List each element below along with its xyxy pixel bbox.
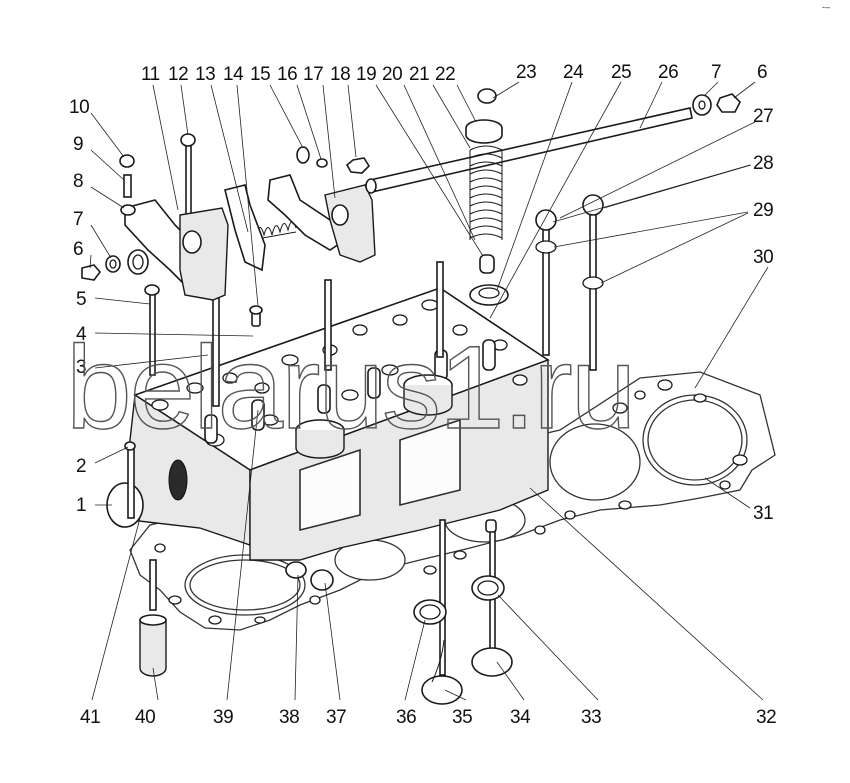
callout-38: 38 (279, 707, 299, 728)
callout-32: 32 (756, 707, 776, 728)
callout-40: 40 (135, 707, 155, 728)
callout-24: 24 (563, 62, 584, 83)
callout-9: 9 (73, 134, 83, 155)
valve-spring-stack (465, 88, 509, 306)
callout-19: 19 (356, 64, 376, 85)
callout-39: 39 (213, 707, 233, 728)
callout-11: 11 (141, 64, 160, 85)
callout-6-right: 6 (757, 62, 767, 83)
callout-3: 3 (76, 357, 86, 378)
callout-21: 21 (409, 64, 429, 85)
callout-4: 4 (76, 324, 87, 345)
callout-23: 23 (516, 62, 536, 83)
callout-26: 26 (658, 62, 678, 83)
callout-1: 1 (76, 495, 86, 516)
callout-37: 37 (326, 707, 346, 728)
valves (413, 519, 513, 705)
callout-labels: 11 12 13 14 15 16 17 18 19 20 21 22 23 2… (69, 62, 777, 728)
callout-13: 13 (195, 64, 215, 85)
callout-12: 12 (168, 64, 188, 85)
injector-sleeve (295, 374, 453, 459)
rocker-assembly (81, 133, 376, 376)
callout-6-left: 6 (73, 239, 83, 260)
callout-20: 20 (382, 64, 402, 85)
callout-31: 31 (753, 503, 773, 524)
callout-28: 28 (753, 153, 773, 174)
callout-18: 18 (330, 64, 350, 85)
callout-34: 34 (510, 707, 531, 728)
callout-27: 27 (753, 106, 773, 127)
cylinder-head (106, 261, 550, 561)
callout-15: 15 (250, 64, 270, 85)
callout-16: 16 (277, 64, 297, 85)
callout-7-left: 7 (73, 209, 83, 230)
callout-17: 17 (303, 64, 323, 85)
watermark: belarus1.ru (66, 322, 634, 454)
callout-35: 35 (452, 707, 472, 728)
callout-10: 10 (69, 97, 89, 118)
callout-33: 33 (581, 707, 601, 728)
callout-29: 29 (753, 200, 773, 221)
callout-14: 14 (223, 64, 244, 85)
callout-5: 5 (76, 289, 86, 310)
callout-36: 36 (396, 707, 416, 728)
leader-lines (89, 81, 769, 701)
corner-mark: -– (822, 2, 830, 12)
callout-30: 30 (753, 247, 773, 268)
callout-41: 41 (80, 707, 100, 728)
callout-2: 2 (76, 456, 86, 477)
rocker-shaft (365, 93, 741, 194)
callout-8: 8 (73, 171, 83, 192)
callout-22: 22 (435, 64, 455, 85)
callout-7-right: 7 (711, 62, 721, 83)
lower-parts (139, 559, 334, 677)
callout-25: 25 (611, 62, 631, 83)
